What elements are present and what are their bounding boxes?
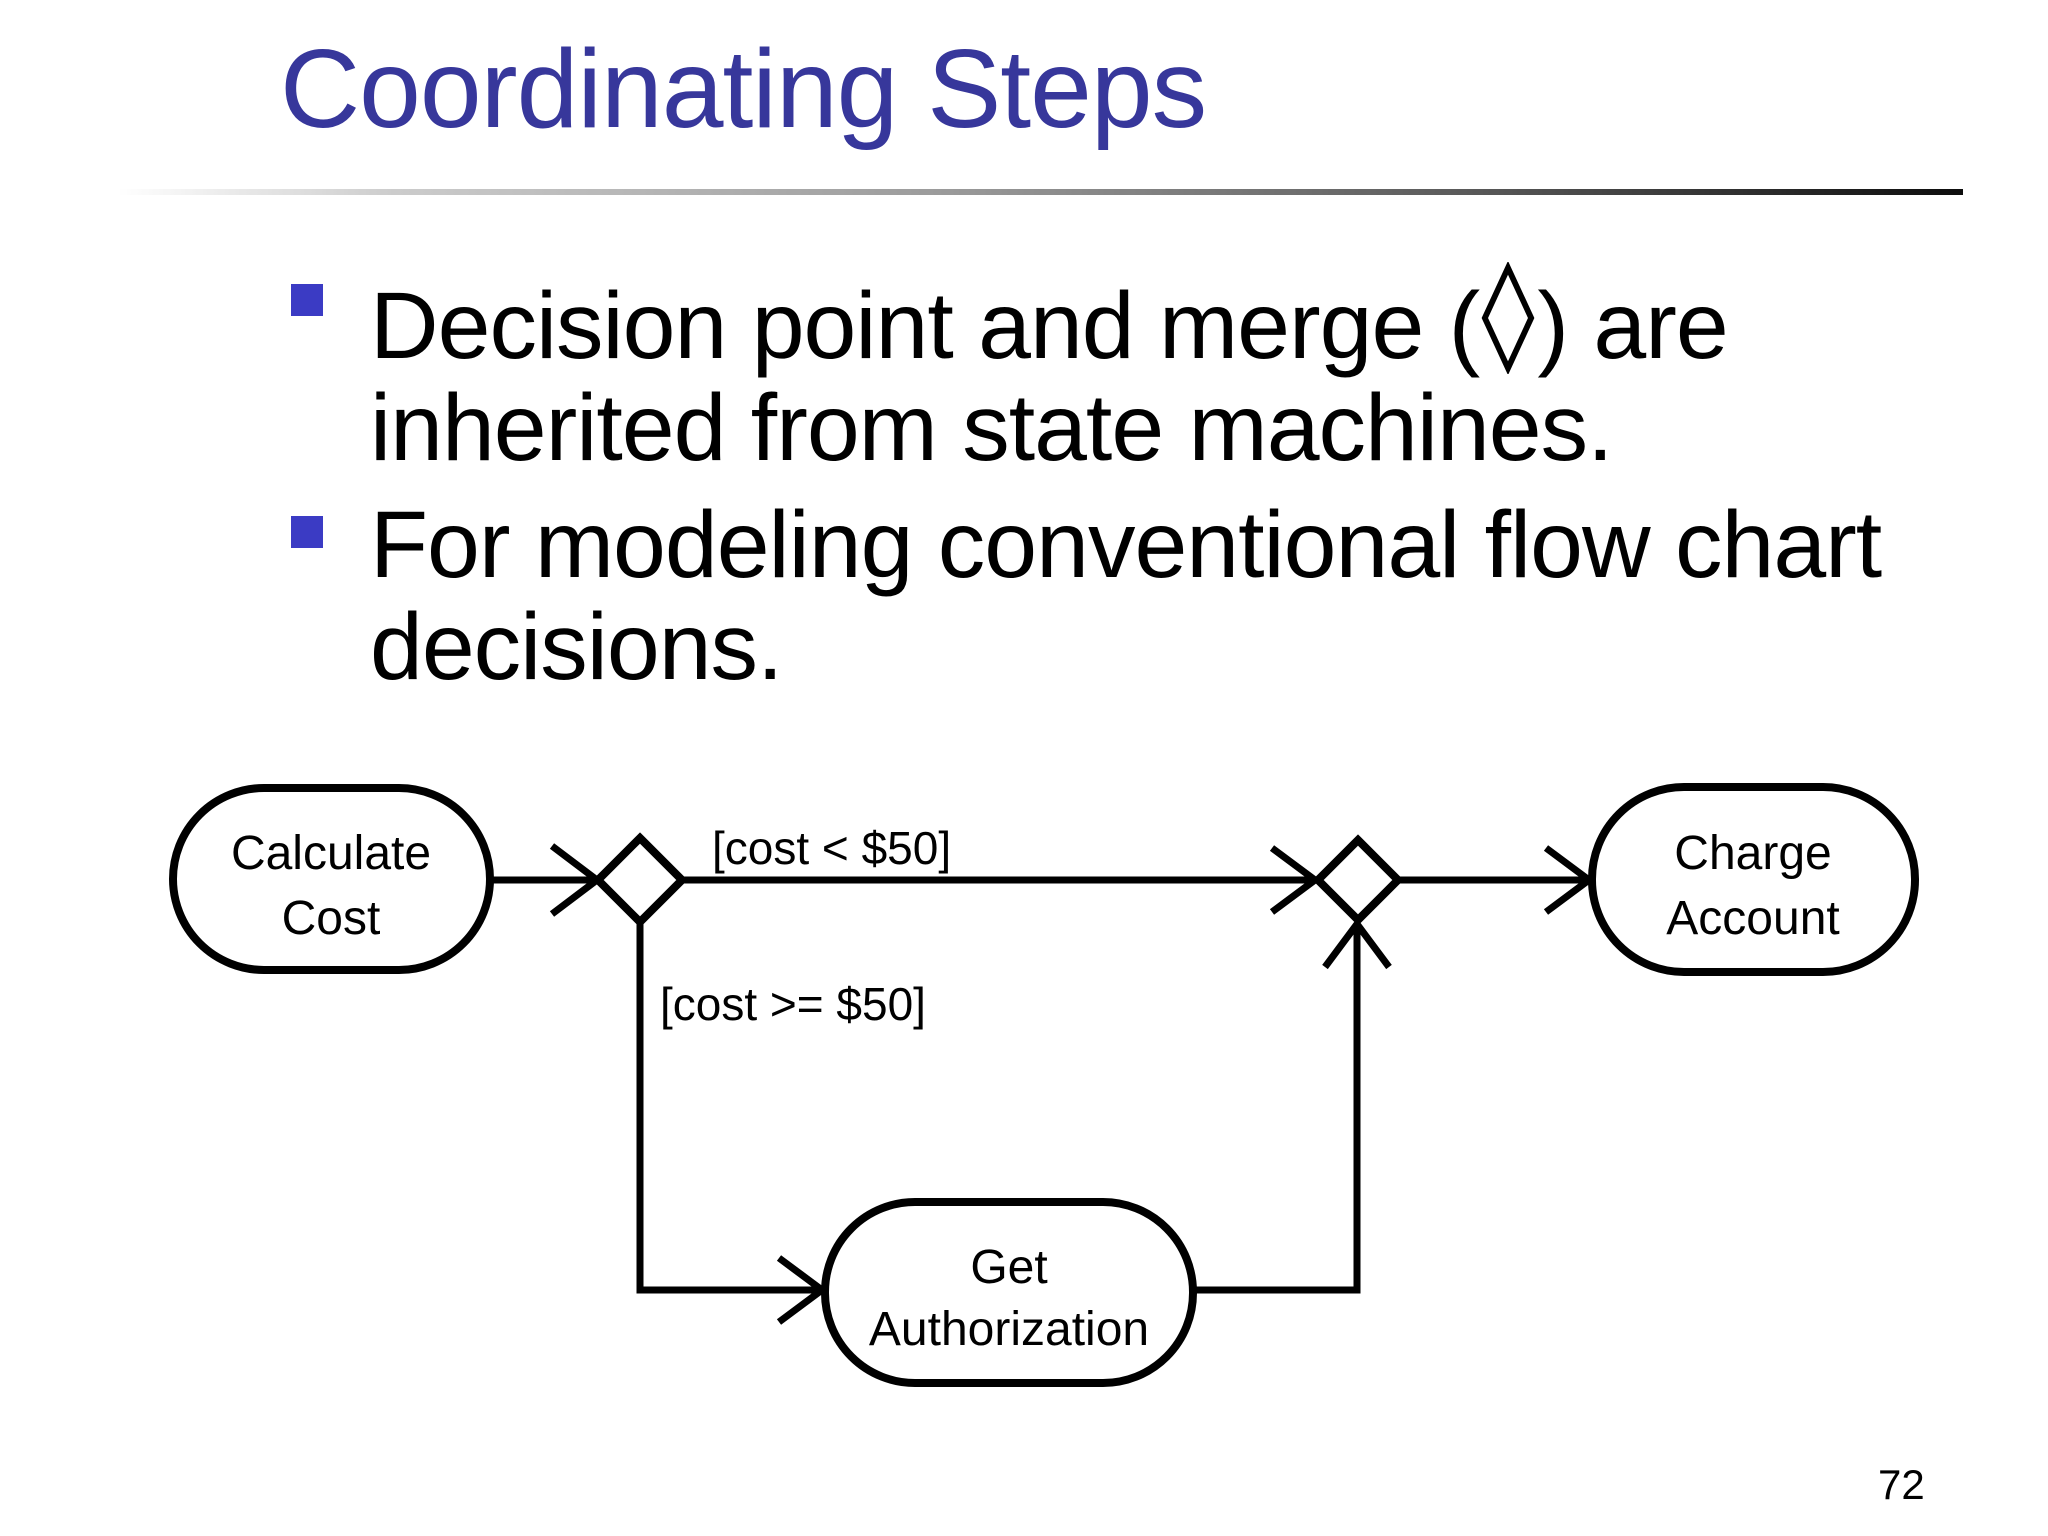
bullet-square-icon xyxy=(291,284,323,316)
decision-diamond xyxy=(592,832,688,928)
bullet-line-2: decisions. xyxy=(370,594,783,700)
calculate-cost-label-line2: Cost xyxy=(282,892,381,945)
activity-node-calculate-cost xyxy=(169,784,494,974)
get-authorization-label-line2: Authorization xyxy=(869,1303,1149,1356)
activity-node-charge-account xyxy=(1588,783,1919,976)
activity-node-get-authorization xyxy=(821,1198,1197,1387)
bullet-line-1-before: Decision point and merge ( xyxy=(370,273,1480,379)
bullet-text: Decision point and merge ( ) are inherite… xyxy=(370,262,1990,479)
guard-label-cost-ge-50: [cost >= $50] xyxy=(660,978,926,1030)
get-authorization-label-line1: Get xyxy=(970,1241,1047,1294)
diamond-icon xyxy=(1481,262,1535,374)
bullet-square-icon xyxy=(291,516,323,548)
page-number: 72 xyxy=(1878,1461,1925,1508)
slide-title: Coordinating Steps xyxy=(280,27,1207,151)
bullet-text: For modeling conventional flow chart dec… xyxy=(370,494,1990,698)
guard-label-cost-lt-50: [cost < $50] xyxy=(712,822,951,874)
bullet-line-1: For modeling conventional flow chart xyxy=(370,492,1882,598)
bullet-line-2: inherited from state machines. xyxy=(370,375,1614,481)
charge-account-label-line1: Charge xyxy=(1674,827,1831,880)
title-underline-rule xyxy=(118,189,1963,195)
merge-diamond xyxy=(1312,834,1404,926)
bullet-line-1: Decision point and merge ( ) are xyxy=(370,262,1990,377)
flow-decision-to-getauth xyxy=(636,922,818,1294)
flow-getauth-to-merge xyxy=(1193,928,1361,1294)
calculate-cost-label-line1: Calculate xyxy=(231,827,431,880)
bullet-line-1-after: ) are xyxy=(1537,273,1728,379)
charge-account-label-line2: Account xyxy=(1666,892,1839,945)
